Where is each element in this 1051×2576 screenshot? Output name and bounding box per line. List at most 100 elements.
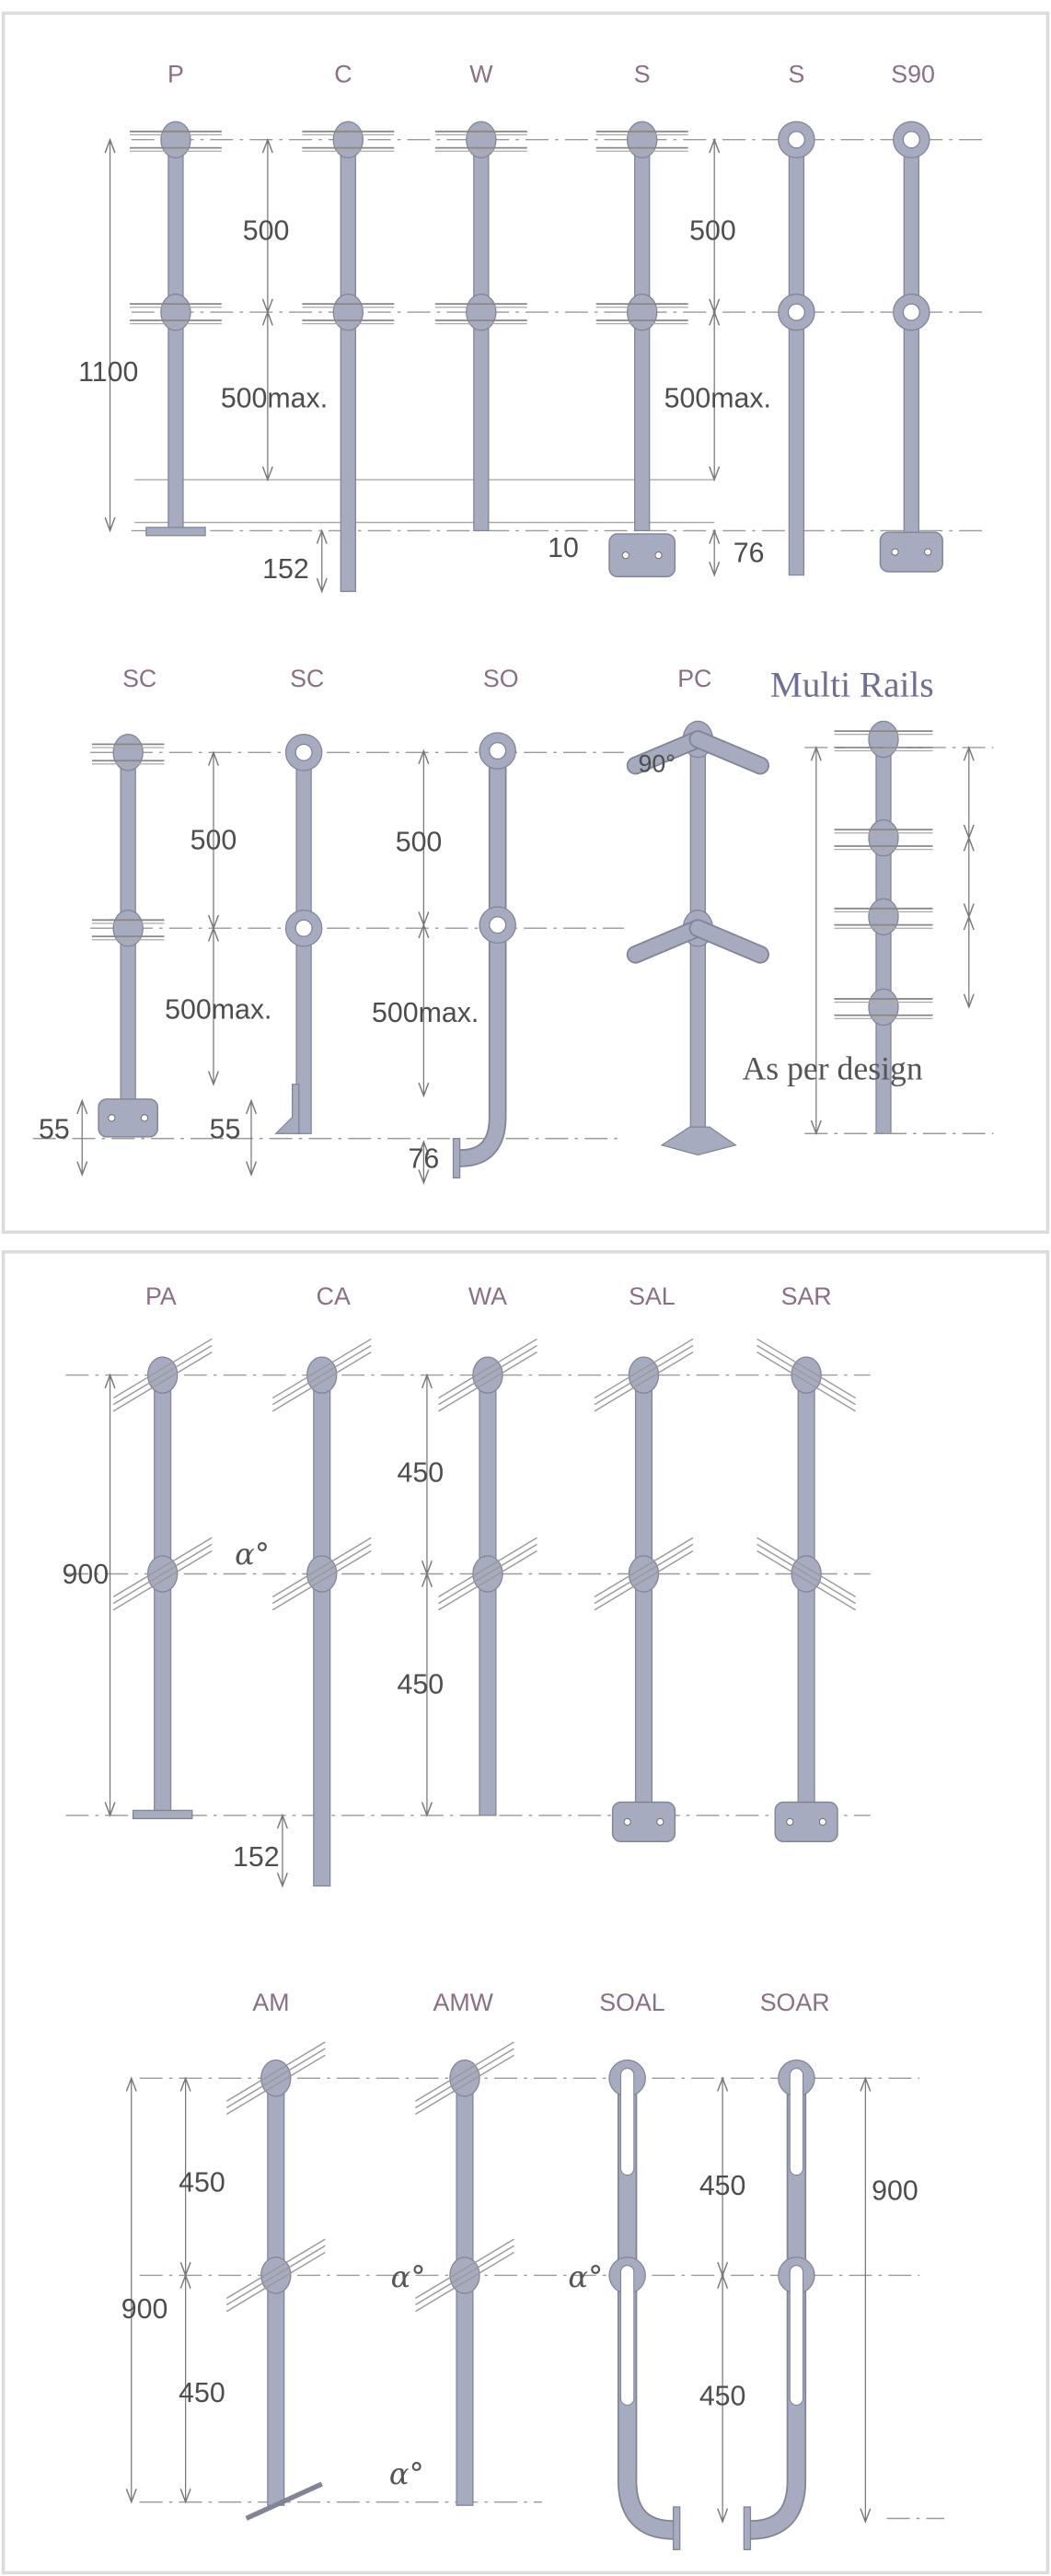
dimension-arrows [418,1140,430,1185]
inclined-rail-line [643,1543,694,1575]
inclined-rail-line [594,1374,644,1406]
inclined-rail-line [438,1374,489,1406]
rail-fitting-ball [868,988,899,1027]
stanchion-pipe [340,139,356,593]
inclined-rail-line [438,1572,489,1605]
inclined-rail-line [415,2083,466,2116]
stanchion-pipe [903,139,919,537]
as-per-design-note: As per design [743,1050,923,1086]
inclined-rail-line [594,1572,644,1605]
dimension-arrows [125,2076,137,2504]
rail-fitting-ball [466,293,497,331]
inclined-rail-line [464,2251,514,2283]
inclined-rail-line [415,2274,466,2306]
dimension-arrows [104,1373,116,1817]
corner-rail-stub [690,731,768,773]
dim-152-b: 152 [233,1842,280,1873]
dim-am-900: 900 [121,2294,168,2325]
angle-alpha: α° [235,1537,270,1572]
dim-500max-left: 500max. [221,384,328,414]
inclined-rail-line [271,1572,323,1605]
dim-sc-500: 500 [191,826,237,856]
label-wa: WA [468,1282,507,1310]
dimension-arrows [860,2076,872,2524]
multi-rails-title: Multi Rails [770,666,934,705]
dimension-arrows [421,1572,433,1817]
inclined-rail-line [756,1344,807,1376]
dim-sc2-55: 55 [210,1115,241,1145]
eye-hole [295,743,313,761]
dim-so-500: 500 [396,827,443,857]
dimension-arrows [709,310,721,482]
inclined-rail-line [275,2251,326,2283]
dimension-arrows [76,1098,88,1177]
inclined-rail-line [321,1549,372,1582]
label-pa: PA [145,1282,177,1310]
label-amw: AMW [433,1989,494,2016]
inclined-rail-line [643,1338,694,1370]
corner-rail-stub [690,921,768,962]
dimension-arrows [717,2273,729,2524]
label-sal: SAL [629,1282,676,1310]
inclined-rail-line [225,2280,277,2313]
inclined-rail-line [271,1381,323,1412]
slot [619,2265,635,2406]
inclined-rail-line [805,1580,857,1611]
eye-hole [787,303,805,321]
inclined-rail-line [275,2041,326,2072]
inclined-rail-line [805,1367,857,1399]
rail-fitting-ball [627,121,658,158]
inclined-rail-line [756,1537,807,1568]
flange-plate [145,527,206,537]
inclined-rail-line [805,1374,857,1406]
dim-152: 152 [262,554,309,585]
stanchion-pipe [634,139,651,532]
inclined-rail-line [487,1344,537,1376]
rail-fitting-ball [868,898,899,935]
dimension-arrows [963,914,975,1009]
inclined-rail-line [594,1580,644,1611]
label-s90: S90 [891,60,935,87]
inclined-rail-line [464,2041,514,2072]
dimension-arrows [709,528,721,577]
inclined-rail-line [438,1566,489,1598]
inclined-rail-line [594,1566,644,1598]
bolt-hole [108,1114,116,1122]
inclined-rail-line [805,1381,857,1412]
side-flange [672,2506,681,2551]
label-sc-eye: SC [290,665,324,692]
bolt-hole [623,1817,631,1826]
slot [619,2068,635,2176]
angle-alpha-amw-mid: α° [568,2259,603,2294]
inclined-rail-line [487,1549,537,1582]
inclined-rail-line [464,2054,514,2086]
bolt-hole [656,1817,664,1826]
stanchion-pipe [154,1374,172,1816]
inclined-rail-line [271,1580,323,1611]
dimension-arrows [261,310,273,482]
inclined-rail-line [321,1543,372,1575]
offset-pipe [618,2078,675,2538]
inclined-rail-line [487,1543,537,1575]
inclined-rail-line [321,1344,372,1376]
rail-fitting-ball [160,121,191,158]
inclined-rail-line [415,2280,466,2313]
dim-sc-500max: 500max. [165,994,271,1025]
bolt-hole [924,548,932,556]
inclined-rail-line [487,1338,537,1370]
stanchion-pipe [479,1374,497,1816]
bolt-hole [818,1817,826,1826]
label-p: P [167,60,184,87]
dim-so-900: 900 [872,2176,918,2206]
inclined-rail-line [271,1374,323,1406]
corner-base [660,1126,737,1156]
inclined-rail-line [464,2048,514,2079]
dim-450-upper: 450 [397,1458,444,1489]
bolt-hole [786,1817,794,1826]
angle-alpha-am-base: α° [389,2456,424,2491]
dim-am-450-upper: 450 [179,2167,225,2198]
eye-hole [489,741,507,760]
eye-hole [902,303,920,321]
inclined-rail-line [438,1580,489,1611]
inclined-rail-line [112,1572,164,1605]
